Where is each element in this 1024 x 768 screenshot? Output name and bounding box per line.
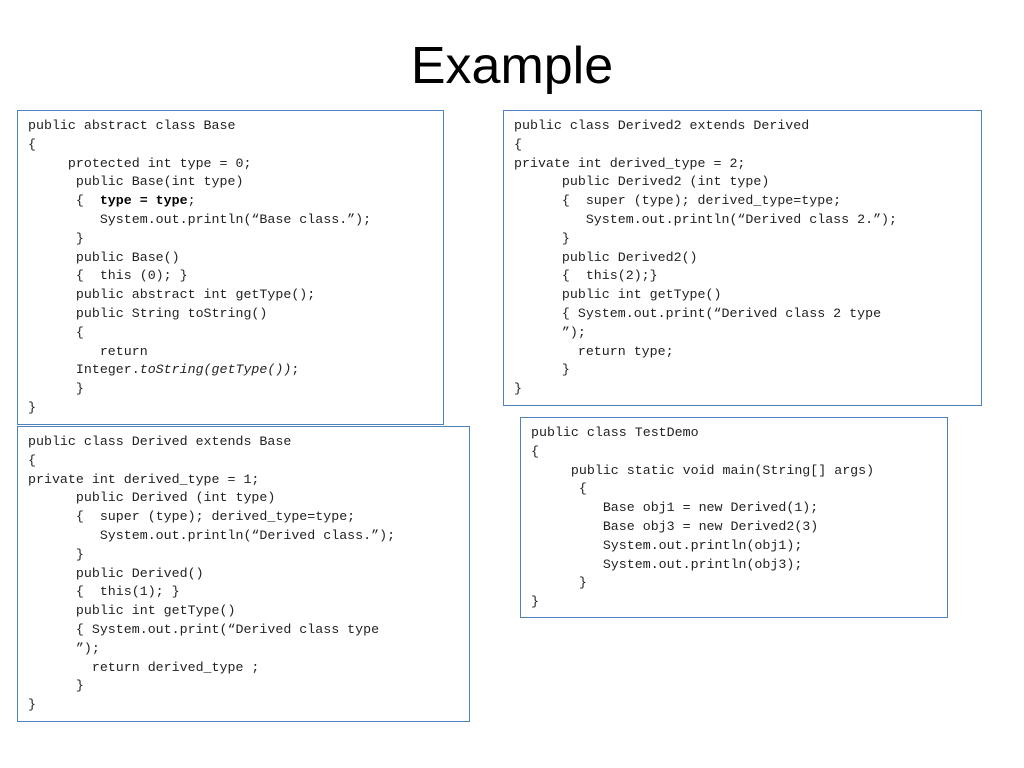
- code-fragment: ;: [291, 362, 300, 378]
- code-line: public Base(int type): [28, 174, 244, 190]
- code-line: Base obj3 = new Derived2(3): [531, 518, 819, 534]
- code-line: { this(1); }: [28, 584, 180, 600]
- code-line: }: [514, 362, 570, 378]
- code-line: }: [28, 399, 36, 415]
- code-line: protected int type = 0;: [28, 155, 252, 171]
- code-line: }: [514, 381, 522, 397]
- code-line: { System.out.print(“Derived class 2 type: [514, 305, 882, 321]
- code-line: public int getType(): [514, 287, 722, 303]
- code-block-testdemo: public class TestDemo { public static vo…: [520, 417, 948, 618]
- code-line: public abstract class Base: [28, 118, 236, 133]
- code-line: return type;: [514, 343, 674, 359]
- code-line: {: [28, 452, 36, 468]
- code-line: }: [28, 230, 84, 246]
- code-line: public Derived(): [28, 565, 204, 581]
- code-line: { type = type;: [28, 192, 443, 211]
- code-line: System.out.println(obj1);: [531, 537, 803, 553]
- code-line: public Base(): [28, 249, 180, 265]
- code-line: private int derived_type = 2;: [514, 155, 746, 171]
- slide-title: Example: [410, 37, 614, 95]
- code-line: {: [531, 443, 539, 459]
- code-line: Integer.toString(getType());: [28, 361, 443, 380]
- code-line: private int derived_type = 1;: [28, 471, 260, 487]
- code-line: public int getType(): [28, 603, 236, 619]
- code-line: public abstract int getType();: [28, 287, 316, 303]
- code-line: ”);: [28, 640, 100, 656]
- code-line: public class Derived2 extends Derived: [514, 118, 810, 133]
- code-fragment: ;: [187, 193, 196, 209]
- code-line: System.out.println(“Base class.”);: [28, 211, 372, 227]
- code-line: ”);: [514, 324, 586, 340]
- code-italic-fragment: toString(getType()): [139, 362, 292, 378]
- code-line: }: [531, 594, 539, 610]
- code-line: }: [28, 678, 84, 694]
- code-line: }: [28, 546, 84, 562]
- code-line: }: [514, 230, 570, 246]
- code-line: }: [28, 381, 84, 397]
- code-line: { System.out.print(“Derived class type: [28, 621, 380, 637]
- code-line: }: [531, 575, 587, 591]
- code-line: public Derived2(): [514, 249, 698, 265]
- code-block-derived2: public class Derived2 extends Derived { …: [503, 110, 982, 406]
- code-line: {: [531, 481, 587, 497]
- code-line: public class Derived extends Base: [28, 434, 292, 449]
- code-line: public class TestDemo: [531, 425, 699, 440]
- code-fragment: Integer.: [28, 362, 140, 378]
- code-line: }: [28, 697, 36, 713]
- code-line: Base obj1 = new Derived(1);: [531, 500, 819, 516]
- code-line: System.out.println(obj3);: [531, 556, 803, 572]
- code-line: return derived_type ;: [28, 659, 260, 675]
- code-line: public Derived2 (int type): [514, 174, 770, 190]
- code-line: { this(2);}: [514, 268, 658, 284]
- code-line: {: [28, 136, 36, 152]
- code-line: { super (type); derived_type=type;: [514, 193, 842, 209]
- code-line: { this (0); }: [28, 268, 188, 284]
- code-line: public String toString(): [28, 305, 268, 321]
- code-line: {: [28, 324, 84, 340]
- code-line: public static void main(String[] args): [531, 462, 875, 478]
- code-block-base: public abstract class Base { protected i…: [17, 110, 444, 425]
- code-line: public Derived (int type): [28, 490, 276, 506]
- code-bold-fragment: type = type: [99, 193, 188, 209]
- code-line: { super (type); derived_type=type;: [28, 509, 356, 525]
- code-line: System.out.println(“Derived class 2.”);: [514, 211, 898, 227]
- code-line: {: [514, 136, 522, 152]
- code-line: return: [28, 343, 148, 359]
- code-block-derived: public class Derived extends Base { priv…: [17, 426, 470, 722]
- code-fragment: {: [28, 193, 100, 209]
- code-line: System.out.println(“Derived class.”);: [28, 527, 396, 543]
